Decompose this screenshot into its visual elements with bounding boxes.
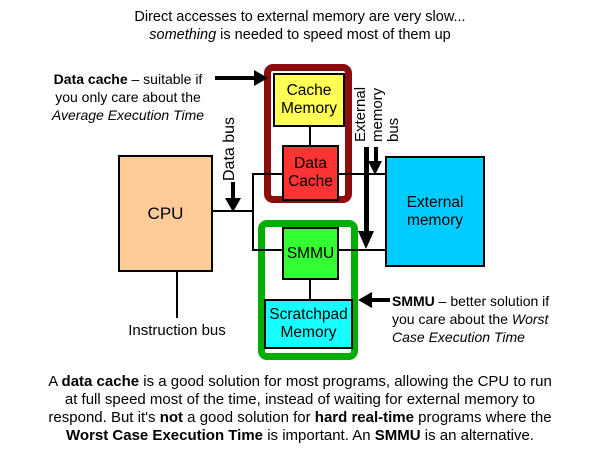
smmu-annotation-line-3: Case Execution Time [392, 329, 525, 345]
smmu-annotation: SMMU – better solution if you care about… [392, 292, 572, 346]
scratchpad-memory-label: Scratchpad Memory [269, 306, 348, 341]
smmu-annotation-line-1: SMMU – better solution if [392, 293, 550, 309]
smmu-annotation-arrow-left-icon [358, 292, 390, 308]
external-memory-bus-arrow-short-icon [368, 147, 383, 175]
wire-instruction-bus [176, 272, 178, 318]
external-memory-label: External memory [406, 193, 464, 229]
data-cache-annotation-line-3: Average Execution Time [51, 107, 205, 123]
cpu-label: CPU [147, 203, 184, 223]
title-line-1: Direct accesses to external memory are v… [134, 9, 466, 25]
data-bus-label: Data bus [221, 116, 238, 181]
title: Direct accesses to external memory are v… [0, 8, 600, 44]
data-cache-annotation-arrow-right-icon [215, 70, 268, 86]
external-memory-bus-arrow-long-icon [358, 147, 374, 249]
data-bus-arrow-down-icon [225, 182, 241, 212]
footer-line-4: Worst Case Execution Time is important. … [66, 427, 534, 444]
wire-cache-memory-to-data-cache [309, 127, 311, 145]
wire-smmu-to-scratchpad [309, 280, 311, 299]
footer-paragraph: A data cache is a good solution for most… [0, 373, 600, 445]
footer-line-3: respond. But it's not a good solution fo… [48, 409, 552, 426]
wire-junction-to-smmu [252, 249, 282, 251]
wire-junction-vertical [252, 173, 254, 251]
footer-line-1: A data cache is a good solution for most… [48, 373, 552, 390]
wire-smmu-to-external-memory [339, 249, 385, 251]
footer-line-2: at full speed most of the time, instead … [64, 391, 536, 408]
smmu-label: SMMU [286, 244, 335, 262]
cache-memory-label: Cache Memory [281, 82, 337, 117]
cpu-block: CPU [118, 155, 213, 272]
data-cache-block: Data Cache [282, 145, 339, 201]
wire-data-cache-to-external-memory [339, 173, 385, 175]
title-line-2: something is needed to speed most of the… [149, 27, 451, 43]
external-memory-bus-label: External memory bus [352, 86, 402, 142]
smmu-block: SMMU [282, 227, 339, 280]
scratchpad-memory-block: Scratchpad Memory [264, 299, 353, 349]
cache-memory-block: Cache Memory [273, 73, 345, 127]
smmu-annotation-line-2: you care about the Worst [392, 311, 549, 327]
external-memory-block: External memory [385, 156, 485, 267]
data-cache-annotation-line-1: Data cache – suitable if [53, 71, 203, 87]
data-cache-label: Data Cache [288, 155, 333, 190]
instruction-bus-label: Instruction bus [128, 322, 226, 339]
data-cache-annotation: Data cache – suitable if you only care a… [38, 70, 218, 124]
wire-junction-to-data-cache [252, 173, 282, 175]
data-cache-annotation-line-2: you only care about the [55, 89, 201, 105]
